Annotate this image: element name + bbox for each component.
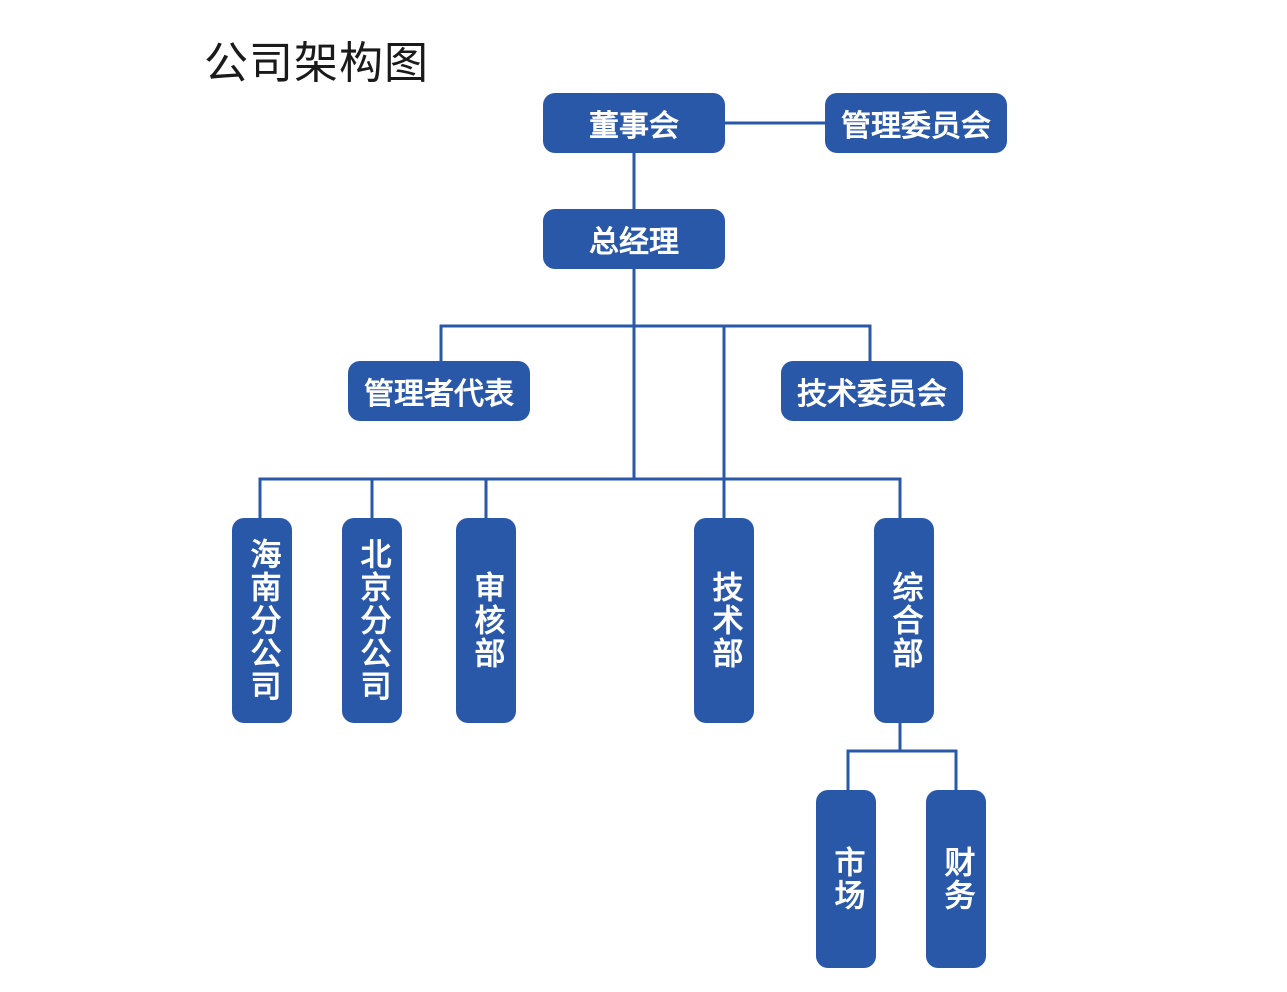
node-general-manager: 总经理 [543, 209, 725, 269]
node-board: 董事会 [543, 93, 725, 153]
node-hainan-branch: 海南分公司 [232, 518, 292, 723]
node-technical-committee: 技术委员会 [781, 361, 963, 421]
node-management-committee: 管理委员会 [825, 93, 1007, 153]
page-title: 公司架构图 [204, 38, 429, 89]
node-general-department: 综合部 [874, 518, 934, 723]
node-marketing: 市场 [816, 790, 876, 968]
node-technology-department: 技术部 [694, 518, 754, 723]
node-audit-department: 审核部 [456, 518, 516, 723]
node-management-representative: 管理者代表 [348, 361, 530, 421]
node-beijing-branch: 北京分公司 [342, 518, 402, 723]
node-finance: 财务 [926, 790, 986, 968]
